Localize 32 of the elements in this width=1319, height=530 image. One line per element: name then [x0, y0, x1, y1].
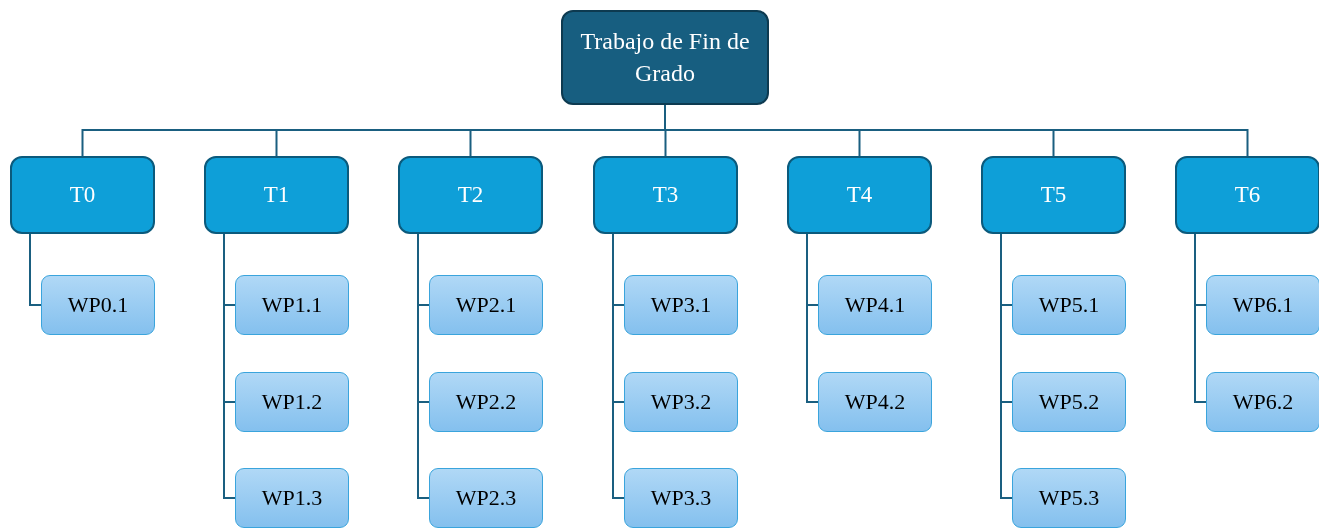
connector-line — [417, 233, 430, 499]
work-package-box: WP4.2 — [818, 372, 932, 432]
connector-line — [29, 233, 42, 306]
task-box: T2 — [398, 156, 543, 234]
work-package-box: WP1.3 — [235, 468, 349, 528]
work-package-box: WP3.1 — [624, 275, 738, 335]
work-package-box: WP5.3 — [1012, 468, 1126, 528]
root-box: Trabajo de Fin de Grado — [561, 10, 769, 105]
work-package-box: WP4.1 — [818, 275, 932, 335]
work-package-box: WP2.3 — [429, 468, 543, 528]
connector-line — [1194, 233, 1207, 403]
work-package-box: WP5.2 — [1012, 372, 1126, 432]
task-box: T5 — [981, 156, 1126, 234]
connector-line — [806, 233, 819, 403]
task-box: T6 — [1175, 156, 1319, 234]
work-package-box: WP1.2 — [235, 372, 349, 432]
work-package-box: WP2.1 — [429, 275, 543, 335]
work-package-box: WP2.2 — [429, 372, 543, 432]
task-box: T1 — [204, 156, 349, 234]
connector-line — [1000, 233, 1013, 499]
task-box: T3 — [593, 156, 738, 234]
work-package-box: WP3.3 — [624, 468, 738, 528]
work-package-box: WP3.2 — [624, 372, 738, 432]
work-package-box: WP1.1 — [235, 275, 349, 335]
connector-line — [612, 233, 625, 499]
connector-line — [223, 233, 236, 499]
task-box: T0 — [10, 156, 155, 234]
task-box: T4 — [787, 156, 932, 234]
work-package-box: WP6.1 — [1206, 275, 1319, 335]
work-package-box: WP5.1 — [1012, 275, 1126, 335]
work-package-box: WP6.2 — [1206, 372, 1319, 432]
work-package-box: WP0.1 — [41, 275, 155, 335]
